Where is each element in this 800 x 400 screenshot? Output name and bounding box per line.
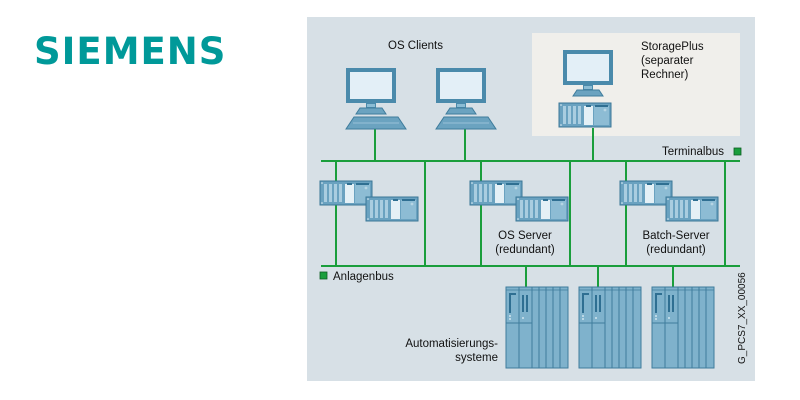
batch-server-2: [665, 196, 719, 222]
label-os-server-line-1: OS Server: [498, 230, 552, 242]
label-storageplus-line-2: (separater: [641, 55, 694, 67]
terminalbus-marker-icon: [733, 147, 742, 156]
storageplus-server: [558, 102, 612, 128]
automation-system-1: [505, 286, 569, 369]
label-anlagenbus: Anlagenbus: [333, 271, 394, 283]
os-server-1: [469, 180, 523, 206]
siemens-logo: SIEMENS: [34, 30, 227, 73]
label-terminalbus: Terminalbus: [662, 146, 724, 158]
label-automation-systems: Automatisierungs- systeme: [380, 337, 498, 365]
os-client-2: [435, 67, 497, 130]
label-batch-server-line-1: Batch-Server: [642, 230, 710, 242]
automation-system-2: [578, 286, 642, 369]
batch-server-1: [619, 180, 673, 206]
label-batch-server-line-2: (redundant): [646, 244, 706, 256]
label-batch-server: Batch-Server (redundant): [633, 229, 719, 257]
os-server-2: [515, 196, 569, 222]
label-automation-line-2: systeme: [455, 352, 498, 364]
es-server-2: [365, 196, 419, 222]
es-server-1: [319, 180, 373, 206]
label-storageplus-line-3: Rechner): [641, 69, 689, 81]
label-os-clients: OS Clients: [388, 40, 443, 52]
figure-code: G_PCS7_XX_00056: [737, 272, 748, 364]
label-storageplus: StoragePlus (separater Rechner): [641, 40, 704, 82]
label-os-server-line-2: (redundant): [495, 244, 555, 256]
storageplus-pc: [562, 49, 614, 97]
label-os-server: OS Server (redundant): [485, 229, 565, 257]
os-client-1: [345, 67, 407, 130]
anlagenbus-marker-icon: [319, 271, 328, 280]
automation-system-3: [651, 286, 715, 369]
label-automation-line-1: Automatisierungs-: [405, 338, 498, 350]
label-storageplus-line-1: StoragePlus: [641, 41, 704, 53]
